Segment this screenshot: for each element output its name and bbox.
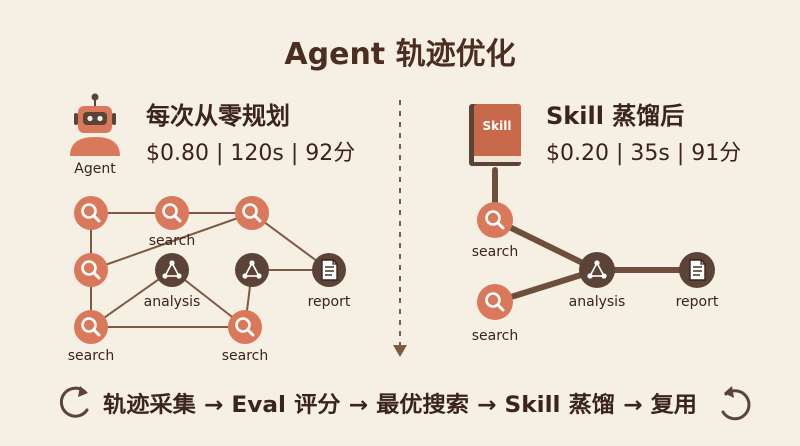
search-node: [235, 196, 269, 230]
divider-arrow: [393, 100, 407, 357]
search-node: [228, 310, 262, 344]
search-node: [74, 253, 108, 287]
node-label: report: [676, 294, 719, 310]
report-node: [312, 253, 346, 287]
search-node: [155, 196, 189, 230]
node-label: search: [472, 244, 519, 260]
node-label: analysis: [569, 294, 626, 310]
search-node: [477, 284, 513, 320]
search-node: [477, 202, 513, 238]
left-heading: 每次从零规划: [146, 102, 290, 130]
search-node: [74, 310, 108, 344]
robot-label: Agent: [74, 161, 116, 177]
analysis-node: [155, 253, 189, 287]
page-title: Agent 轨迹优化: [284, 37, 515, 72]
left-edges: [90, 212, 330, 328]
skill-book-icon: Skill: [469, 104, 521, 166]
node-label: search: [222, 348, 269, 364]
robot-icon: [70, 93, 120, 156]
refresh-icon: [59, 386, 89, 418]
left-metrics: $0.80 | 120s | 92分: [146, 141, 355, 166]
node-label: search: [68, 348, 115, 364]
pipeline-text: 轨迹采集 → Eval 评分 → 最优搜索 → Skill 蒸馏 → 复用: [103, 392, 697, 418]
analysis-node: [235, 253, 269, 287]
skill-book-label: Skill: [483, 119, 512, 133]
analysis-node: [579, 252, 615, 288]
search-node: [74, 196, 108, 230]
node-label: analysis: [144, 294, 201, 310]
refresh-icon: [721, 386, 751, 421]
node-label: search: [472, 328, 519, 344]
pipeline: 轨迹采集 → Eval 评分 → 最优搜索 → Skill 蒸馏 → 复用: [59, 386, 751, 421]
report-node: [679, 252, 715, 288]
node-label: report: [308, 294, 351, 310]
right-heading: Skill 蒸馏后: [546, 102, 684, 130]
node-label: search: [149, 233, 196, 249]
left-panel: Agent 每次从零规划 $0.80 | 120s | 92分 searc: [68, 93, 355, 364]
right-panel: Skill Skill 蒸馏后 $0.20 | 35s | 91分 search…: [469, 102, 741, 344]
right-metrics: $0.20 | 35s | 91分: [546, 141, 741, 166]
